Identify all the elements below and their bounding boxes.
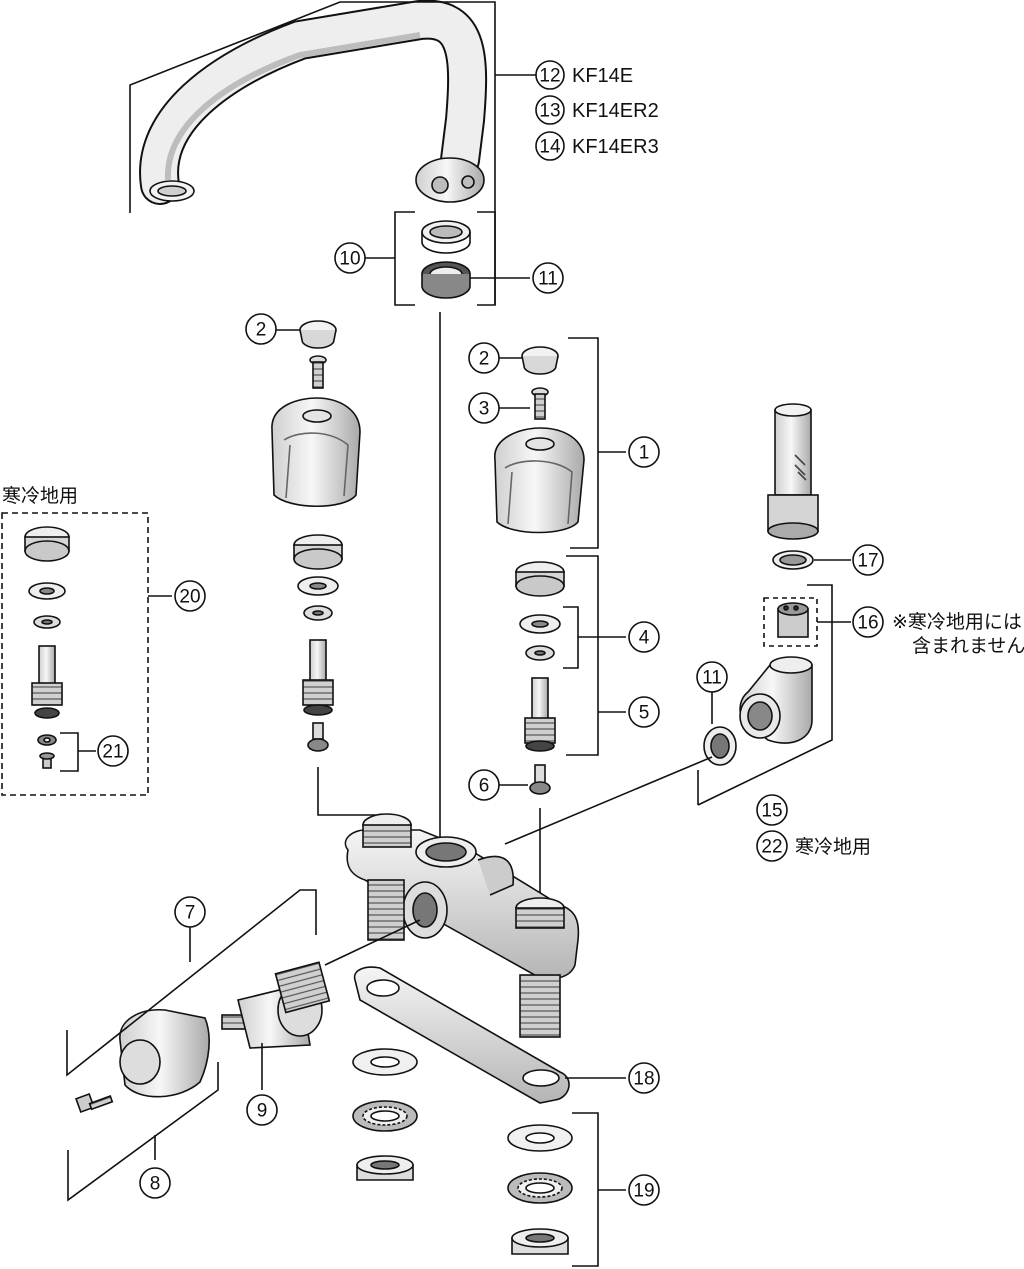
cold-region-box: [1, 512, 149, 796]
callout-17: [852, 544, 884, 576]
callout-11b: [696, 661, 728, 693]
left-axis-leader: [317, 767, 385, 816]
callout-19: [628, 1174, 660, 1206]
label-16: 16: [857, 613, 878, 634]
label-11b: 11: [702, 668, 722, 689]
callout-18: [628, 1062, 660, 1094]
bracket-7: [66, 889, 317, 1077]
label-19: 19: [633, 1181, 654, 1202]
model-kf14er2: KF14ER2: [572, 100, 659, 122]
right-washer-stack: [507, 1124, 573, 1255]
label-22-text: 寒冷地用: [795, 836, 871, 858]
label-11a: 11: [538, 269, 558, 290]
callout-6: [468, 769, 500, 801]
bracket-1: [568, 337, 599, 549]
label-18: 18: [633, 1069, 654, 1090]
model-kf14e: KF14E: [572, 65, 633, 87]
label-7: 7: [185, 903, 196, 924]
callout-2a: [245, 313, 277, 345]
label-2a: 2: [256, 320, 267, 341]
supply-elbow-assembly: [703, 403, 819, 766]
label-5: 5: [639, 703, 650, 724]
note-16-line2: 含まれません: [912, 635, 1024, 657]
model-kf14er3: KF14ER3: [572, 136, 659, 158]
callout-20: [174, 580, 206, 612]
mounting-plate: [353, 966, 570, 1104]
label-6: 6: [479, 776, 490, 797]
label-9: 9: [257, 1101, 268, 1122]
cold-region-header: 寒冷地用: [2, 485, 78, 507]
spout-bracket: [129, 1, 496, 305]
callout-11a: [532, 262, 564, 294]
bracket-10: [394, 211, 415, 306]
callout-4: [628, 621, 660, 653]
callout-21: [97, 735, 129, 767]
label-13: 13: [539, 101, 560, 122]
label-1: 1: [639, 443, 650, 464]
bracket-19: [572, 1112, 599, 1267]
faucet-body: [344, 813, 580, 1038]
callout-1: [628, 436, 660, 468]
label-14: 14: [539, 137, 561, 158]
label-4: 4: [639, 628, 650, 649]
label-8: 8: [150, 1174, 161, 1195]
label-22: 22: [761, 837, 782, 858]
label-21: 21: [102, 742, 123, 763]
callout-13: [535, 95, 565, 125]
spout-rings: [421, 220, 471, 299]
callout-5: [628, 696, 660, 728]
callout-16: [852, 606, 884, 638]
callout-circles: [97, 60, 884, 1206]
label-3: 3: [479, 399, 490, 420]
label-10: 10: [339, 249, 360, 270]
left-handle-assembly: [271, 320, 361, 752]
callout-14: [535, 131, 565, 161]
callout-12: [535, 60, 565, 90]
elbow-leader: [504, 756, 713, 845]
lever-handle-assembly: [75, 961, 331, 1113]
note-16-line1: ※寒冷地用には: [892, 611, 1022, 633]
label-12: 12: [539, 66, 560, 87]
cold-region-parts: [24, 526, 70, 769]
callout-2b: [468, 342, 500, 374]
callout-9: [246, 1094, 278, 1126]
callout-8: [139, 1167, 171, 1199]
left-washer-stack: [352, 1048, 418, 1181]
bracket-15: [697, 584, 833, 806]
callout-15: [756, 794, 788, 826]
callout-10: [334, 242, 366, 274]
label-2b: 2: [479, 349, 490, 370]
callout-7: [174, 896, 206, 928]
right-handle-assembly: [494, 346, 585, 795]
label-20: 20: [179, 587, 200, 608]
bracket-4-5: [566, 555, 599, 756]
label-17: 17: [857, 551, 878, 572]
callout-22: [756, 830, 788, 862]
spout: [139, 0, 488, 205]
callout-3: [468, 392, 500, 424]
label-15: 15: [761, 801, 782, 822]
